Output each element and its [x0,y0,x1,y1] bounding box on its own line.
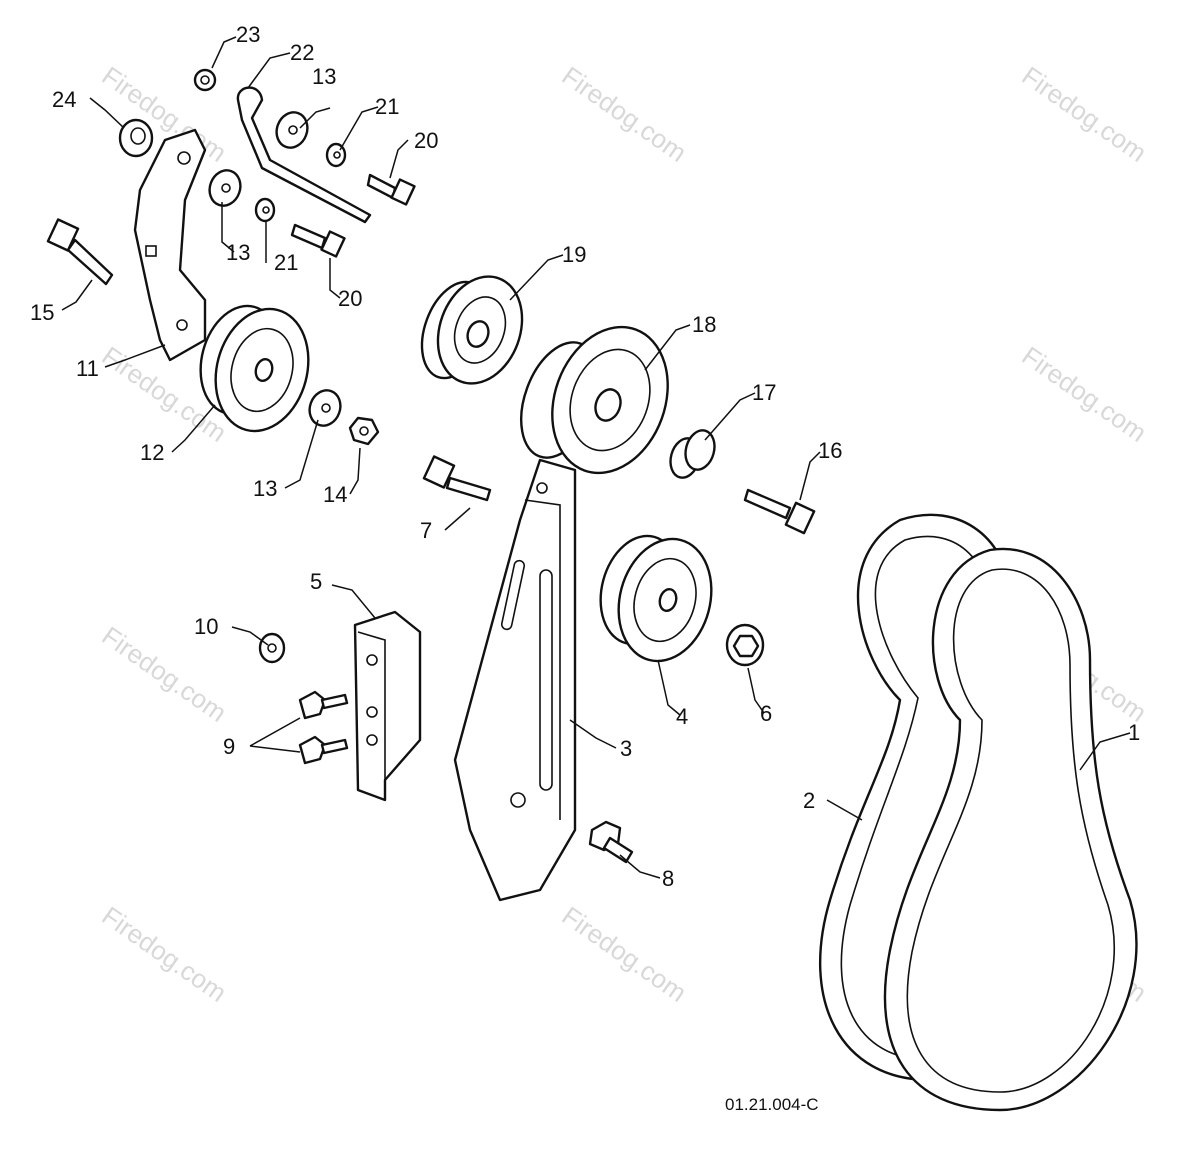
callout-17: 17 [752,380,776,405]
callout-7: 7 [420,518,432,543]
callout-10: 10 [194,614,218,639]
callout-21: 21 [375,94,399,119]
callout-20: 20 [414,128,438,153]
spring-rod-22 [236,86,372,224]
bracket-3 [453,458,577,902]
drawing-code: 01.21.004-C [725,1095,819,1114]
callout-13: 13 [253,476,277,501]
callout-2: 2 [803,788,815,813]
callout-11: 11 [76,356,99,381]
callout-23: 23 [236,22,260,47]
callout-21: 21 [274,250,298,275]
belt-1 [883,547,1138,1112]
callout-24: 24 [52,87,76,112]
callout-labels: 1 2 3 4 5 6 7 8 9 10 11 12 13 13 13 14 1… [30,22,1140,891]
callout-4: 4 [676,704,688,729]
callout-3: 3 [620,736,632,761]
leader-lines [61,36,1131,879]
watermark: Firedog.com [1017,340,1153,447]
watermark: Firedog.com [557,60,693,167]
callout-9: 9 [223,734,235,759]
callout-22: 22 [290,40,314,65]
watermark: Firedog.com [97,900,233,1007]
idler-pulley-4 [599,534,713,663]
callout-20: 20 [338,286,362,311]
callout-5: 5 [310,569,322,594]
callout-14: 14 [323,482,347,507]
arm-bracket-11 [133,128,207,362]
callout-13: 13 [312,64,336,89]
callout-8: 8 [662,866,674,891]
callout-1: 1 [1128,720,1140,745]
callout-13: 13 [226,240,250,265]
pulley-18 [520,325,669,475]
callout-16: 16 [818,438,842,463]
pulley-19 [420,275,524,385]
idler-pulley-12 [199,304,310,433]
watermark: Firedog.com [557,900,693,1007]
belt-guide-5 [353,610,422,802]
callout-15: 15 [30,300,54,325]
callout-12: 12 [140,440,164,465]
callout-18: 18 [692,312,716,337]
hardware [46,68,816,864]
callout-6: 6 [760,701,772,726]
watermark: Firedog.com [1017,60,1153,167]
callout-19: 19 [562,242,586,267]
